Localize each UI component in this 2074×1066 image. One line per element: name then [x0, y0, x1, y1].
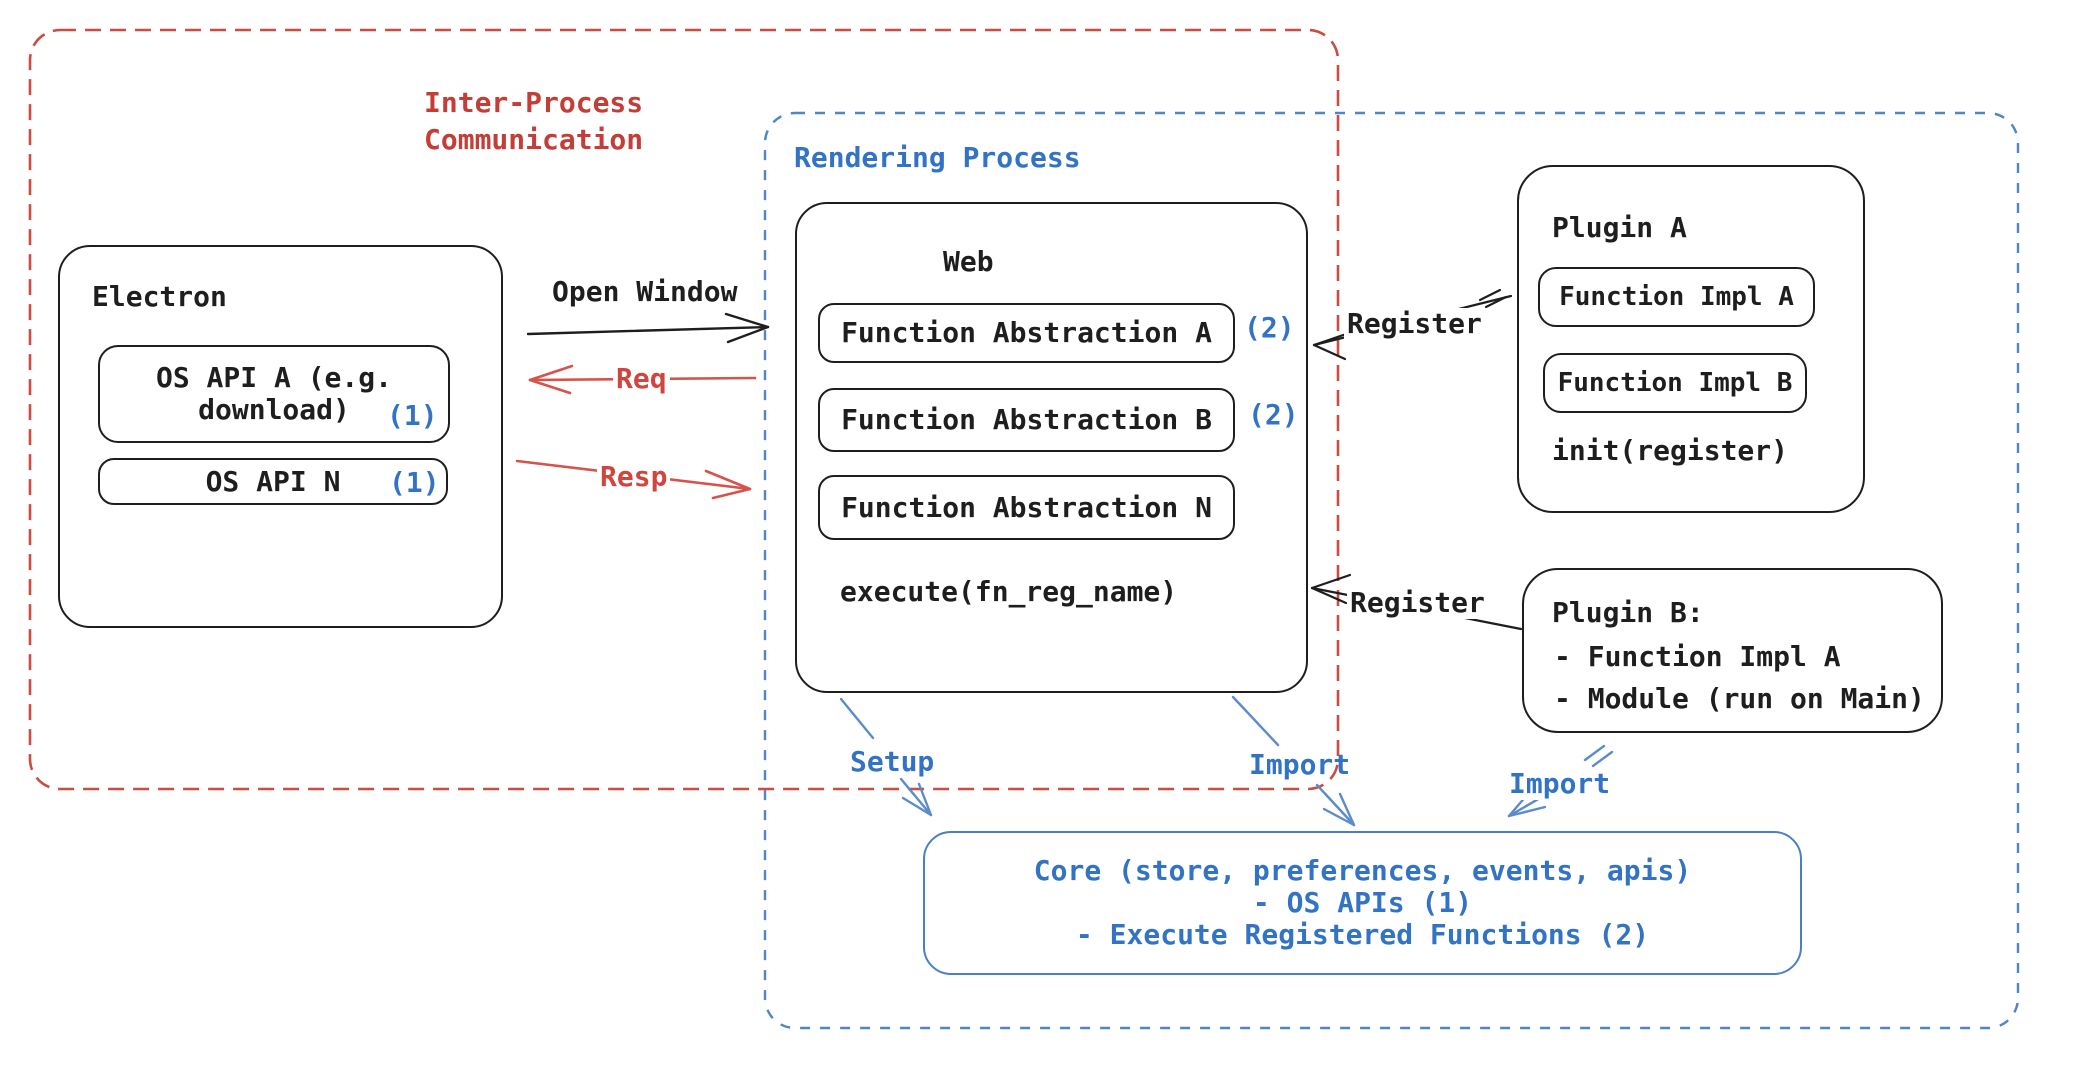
os-api-n-box: OS API N (1)	[98, 458, 448, 505]
electron-title: Electron	[92, 280, 227, 313]
plugin-b-item-function-impl-a: - Function Impl A	[1554, 640, 1841, 673]
plugin-b-title: Plugin B:	[1552, 596, 1704, 629]
plugin-a-box	[1517, 165, 1865, 513]
function-impl-a-label: Function Impl A	[1559, 282, 1794, 312]
os-api-n-ref: (1)	[389, 466, 440, 499]
core-box: Core (store, preferences, events, apis) …	[923, 831, 1802, 975]
os-api-a-label-line1: OS API A (e.g.	[155, 361, 392, 394]
plugin-a-title: Plugin A	[1552, 211, 1687, 244]
function-abstraction-n-box: Function Abstraction N	[818, 475, 1235, 540]
web-title: Web	[943, 245, 994, 278]
function-abstraction-n-label: Function Abstraction N	[841, 490, 1212, 524]
ipc-region-border	[28, 28, 1340, 791]
function-abstraction-b-label: Function Abstraction B	[841, 403, 1212, 436]
init-register-label: init(register)	[1552, 434, 1789, 467]
plugin-b-item-module: - Module (run on Main)	[1554, 682, 1925, 715]
rendering-region-label: Rendering Process	[794, 141, 1081, 174]
rendering-region-border	[763, 111, 2020, 1030]
ipc-region-label: Inter-Process Communication	[424, 86, 644, 156]
open-window-arrow	[526, 312, 770, 344]
register-bottom-label: Register	[1347, 587, 1488, 619]
plugin-b-box	[1522, 568, 1943, 733]
function-abstraction-b-ref: (2)	[1248, 398, 1299, 431]
open-window-label: Open Window	[552, 275, 738, 308]
import-web-arrow	[1231, 695, 1356, 827]
import-web-label: Import	[1249, 748, 1351, 781]
import-plugin-label: Import	[1506, 768, 1614, 800]
function-abstraction-b-box: Function Abstraction B	[818, 388, 1235, 452]
function-abstraction-a-label: Function Abstraction A	[841, 316, 1212, 349]
execute-label: execute(fn_reg_name)	[840, 575, 1178, 608]
core-line-3: - Execute Registered Functions (2)	[1075, 918, 1650, 951]
os-api-n-label: OS API N	[205, 464, 341, 498]
function-abstraction-a-box: Function Abstraction A	[818, 303, 1235, 363]
resp-label: Resp	[597, 461, 671, 493]
os-api-a-ref: (1)	[387, 399, 438, 432]
core-line-1: Core (store, preferences, events, apis)	[1033, 854, 1692, 887]
register-top-label: Register	[1344, 308, 1485, 340]
os-api-a-label-line2: download)	[198, 393, 350, 426]
req-label: Req	[613, 363, 670, 395]
function-impl-a-box: Function Impl A	[1538, 267, 1815, 327]
os-api-a-box: OS API A (e.g. download) (1)	[98, 345, 450, 443]
setup-arrow	[839, 697, 933, 817]
function-impl-b-label: Function Impl B	[1557, 368, 1793, 398]
setup-label: Setup	[850, 745, 935, 778]
function-impl-b-box: Function Impl B	[1543, 353, 1807, 413]
function-abstraction-a-ref: (2)	[1244, 311, 1295, 344]
core-line-2: - OS APIs (1)	[1252, 886, 1473, 919]
